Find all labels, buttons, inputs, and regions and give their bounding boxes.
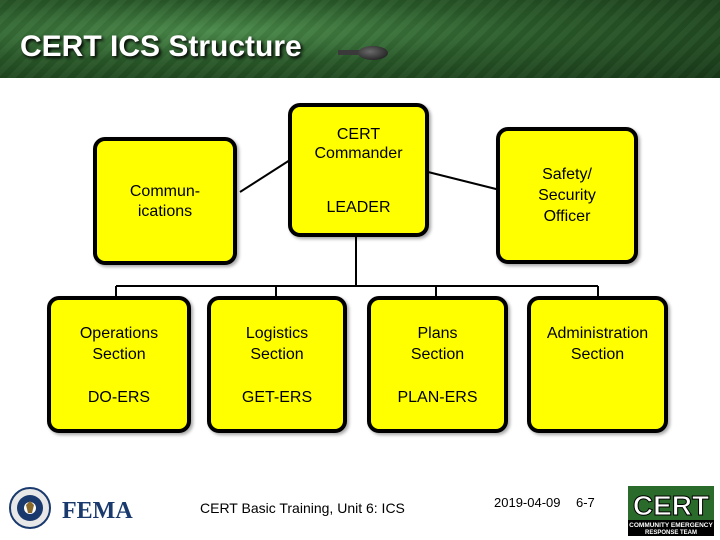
title-accent-icon: [358, 46, 388, 60]
logistics-label-2: Section: [250, 346, 304, 363]
course-label: CERT Basic Training, Unit 6: ICS: [200, 500, 405, 516]
cert-logo-wordmark: CERT: [633, 490, 709, 521]
cert-logo-subtitle-1: COMMUNITY EMERGENCY: [629, 522, 713, 529]
plans-label-2: Section: [410, 346, 465, 363]
logistics-label-1: Logistics: [245, 325, 309, 342]
administration-section-box: [527, 296, 668, 433]
communications-box: [93, 137, 237, 265]
operations-team: DO-ERS: [87, 389, 151, 406]
slide-page-number: 6-7: [576, 495, 595, 510]
safety-label-2: Security: [538, 187, 596, 204]
connector-safety: [427, 171, 501, 191]
logistics-section-box: [207, 296, 347, 433]
operations-label-2: Section: [92, 346, 146, 363]
cert-logo-subtitle-2: RESPONSE TEAM: [645, 530, 697, 536]
administration-label-1: Administration: [546, 325, 649, 342]
slide-title: CERT ICS Structure: [20, 30, 302, 63]
plans-team: PLAN-ERS: [397, 389, 478, 406]
safety-label-1: Safety/: [542, 166, 592, 183]
commander-title: CERT Commander: [314, 126, 403, 162]
title-bar: [0, 0, 720, 78]
communications-label-1: Commun-: [129, 183, 201, 200]
fema-logo: FEMA: [9, 487, 133, 529]
operations-section-box: [47, 296, 191, 433]
slide-date: 2019-04-09: [494, 495, 561, 510]
safety-label-3: Officer: [543, 208, 591, 225]
communications-label-2: ications: [137, 203, 193, 220]
safety-officer-box: [496, 127, 638, 264]
commander-box: [288, 103, 429, 237]
commander-role: LEADER: [326, 199, 391, 216]
plans-label-1: Plans: [417, 325, 458, 342]
operations-label-1: Operations: [79, 325, 159, 342]
cert-logo: CERT COMMUNITY EMERGENCY RESPONSE TEAM: [626, 484, 716, 536]
connector-comm: [239, 159, 291, 193]
plans-section-box: [367, 296, 508, 433]
logistics-team: GET-ERS: [241, 389, 313, 406]
fema-wordmark: FEMA: [62, 498, 133, 524]
administration-label-2: Section: [570, 346, 625, 363]
title-accent-bar: [338, 50, 368, 55]
